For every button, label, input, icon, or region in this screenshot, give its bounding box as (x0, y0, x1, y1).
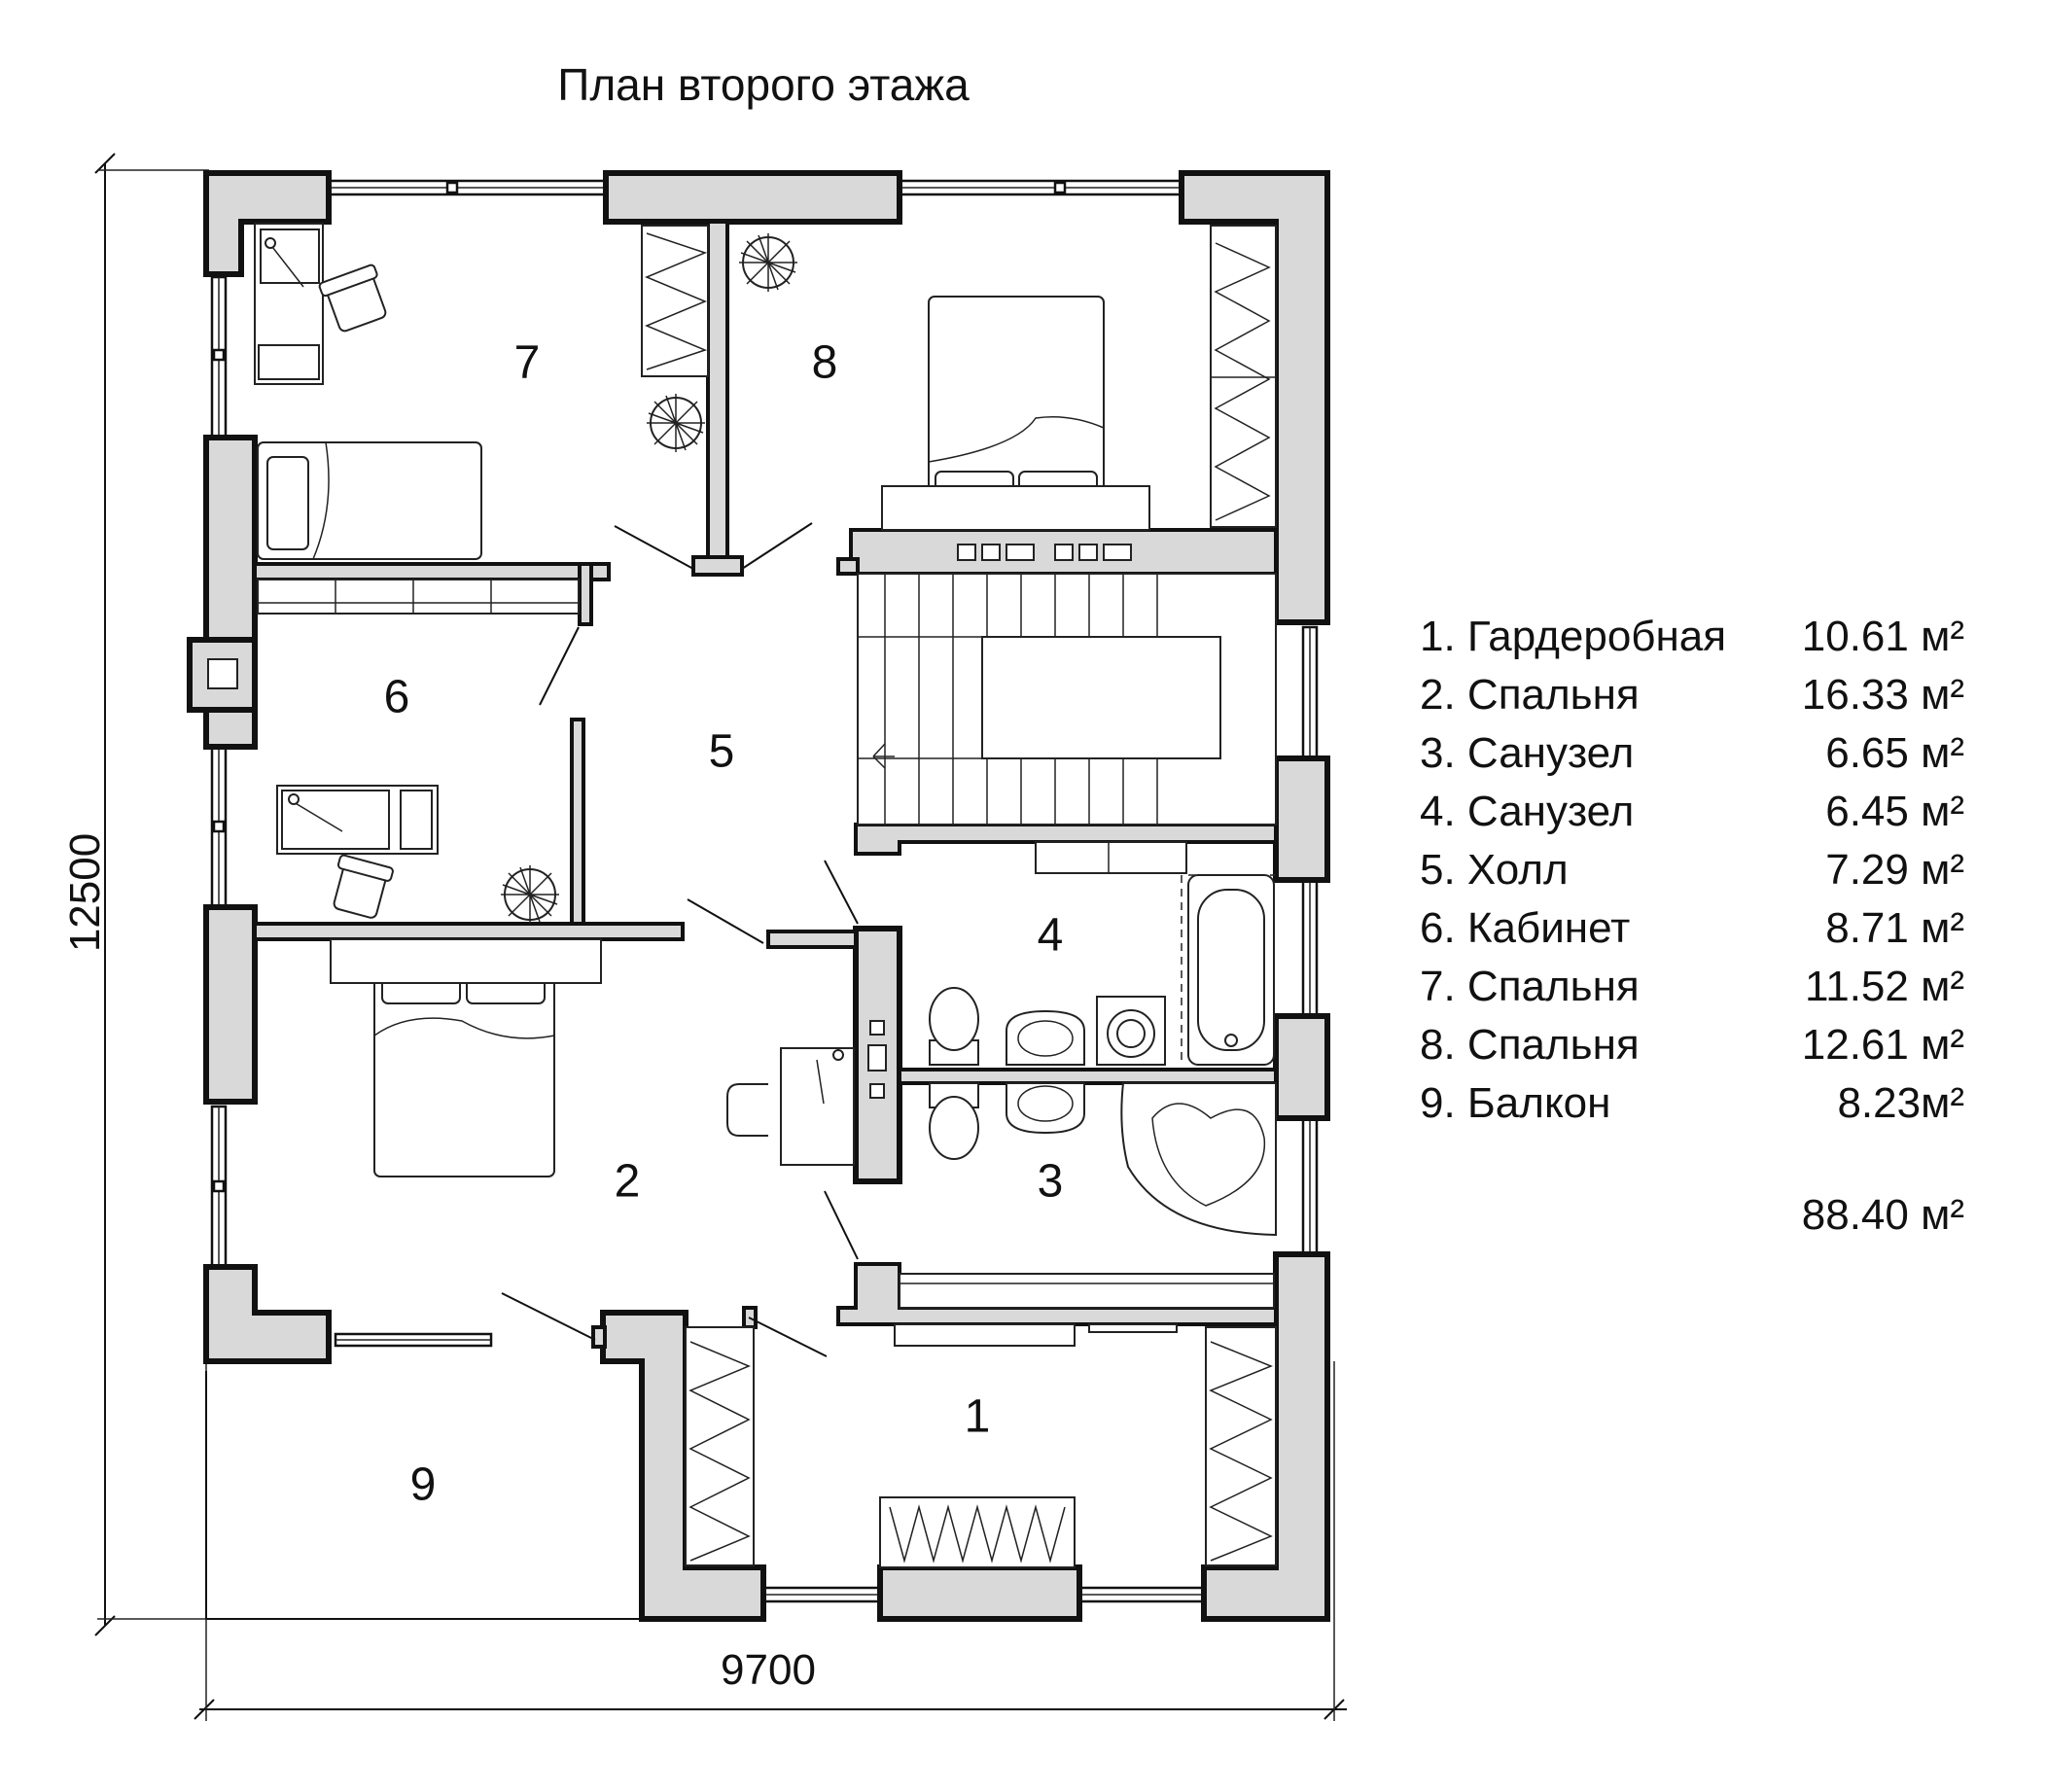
total-area: 88.40 м² (1801, 1191, 1964, 1239)
legend-row: 9. Балкон 8.23м² (1400, 1074, 1984, 1133)
plants (501, 233, 797, 924)
wardrobes (257, 225, 1277, 1568)
legend-row: 1. Гардеробная 10.61 м² (1400, 608, 1984, 666)
bath-fixtures (929, 874, 1277, 1237)
legend-room-name: 7. Спальня (1420, 963, 1640, 1010)
width-dimension: 9700 (721, 1646, 816, 1694)
legend-row: 3. Санузел 6.65 м² (1400, 724, 1984, 783)
legend-room-area: 8.71 м² (1825, 904, 1964, 952)
exterior-walls (187, 170, 1330, 1622)
legend-room-area: 11.52 м² (1805, 963, 1964, 1010)
legend-row: 4. Санузел 6.45 м² (1400, 783, 1984, 841)
legend-room-area: 6.45 м² (1825, 788, 1964, 835)
door-swings (501, 522, 859, 1357)
legend-room-area: 6.65 м² (1825, 729, 1964, 777)
room-number-3: 3 (1038, 1156, 1064, 1208)
room-number-7: 7 (514, 337, 541, 389)
room-number-4: 4 (1038, 910, 1064, 962)
room-number-8: 8 (812, 337, 838, 389)
legend-room-name: 5. Холл (1420, 846, 1569, 894)
legend-room-name: 4. Санузел (1420, 788, 1635, 835)
room-legend: 1. Гардеробная 10.61 м² 2. Спальня 16.33… (1400, 608, 1984, 1239)
room-number-2: 2 (615, 1156, 641, 1208)
legend-row: 7. Спальня 11.52 м² (1400, 958, 1984, 1016)
plan-title: План второго этажа (557, 59, 970, 110)
room-number-9: 9 (410, 1459, 437, 1511)
legend-row: 5. Холл 7.29 м² (1400, 841, 1984, 899)
height-dimension: 12500 (61, 833, 109, 952)
desks-chairs (254, 223, 887, 1166)
room-labels: 1 2 3 4 5 6 7 8 9 (384, 337, 1064, 1511)
legend-room-area: 16.33 м² (1801, 671, 1964, 719)
staircase (857, 544, 1277, 826)
legend-room-name: 8. Спальня (1420, 1021, 1640, 1069)
legend-room-name: 2. Спальня (1420, 671, 1640, 719)
legend-room-name: 6. Кабинет (1420, 904, 1631, 952)
room-number-5: 5 (709, 726, 735, 778)
legend-room-name: 3. Санузел (1420, 729, 1635, 777)
legend-row: 2. Спальня 16.33 м² (1400, 666, 1984, 724)
room-number-1: 1 (965, 1391, 991, 1443)
legend-room-name: 9. Балкон (1420, 1079, 1611, 1127)
legend-room-name: 1. Гардеробная (1420, 613, 1727, 660)
legend-row: 8. Спальня 12.61 м² (1400, 1016, 1984, 1074)
legend-room-area: 12.61 м² (1801, 1021, 1964, 1069)
legend-room-area: 7.29 м² (1825, 846, 1964, 894)
room-number-6: 6 (384, 672, 410, 723)
beds (257, 296, 1150, 1177)
legend-row: 6. Кабинет 8.71 м² (1400, 899, 1984, 958)
legend-room-area: 8.23м² (1837, 1079, 1964, 1127)
legend-room-area: 10.61 м² (1801, 613, 1964, 660)
exterior-windows (210, 179, 1319, 1603)
